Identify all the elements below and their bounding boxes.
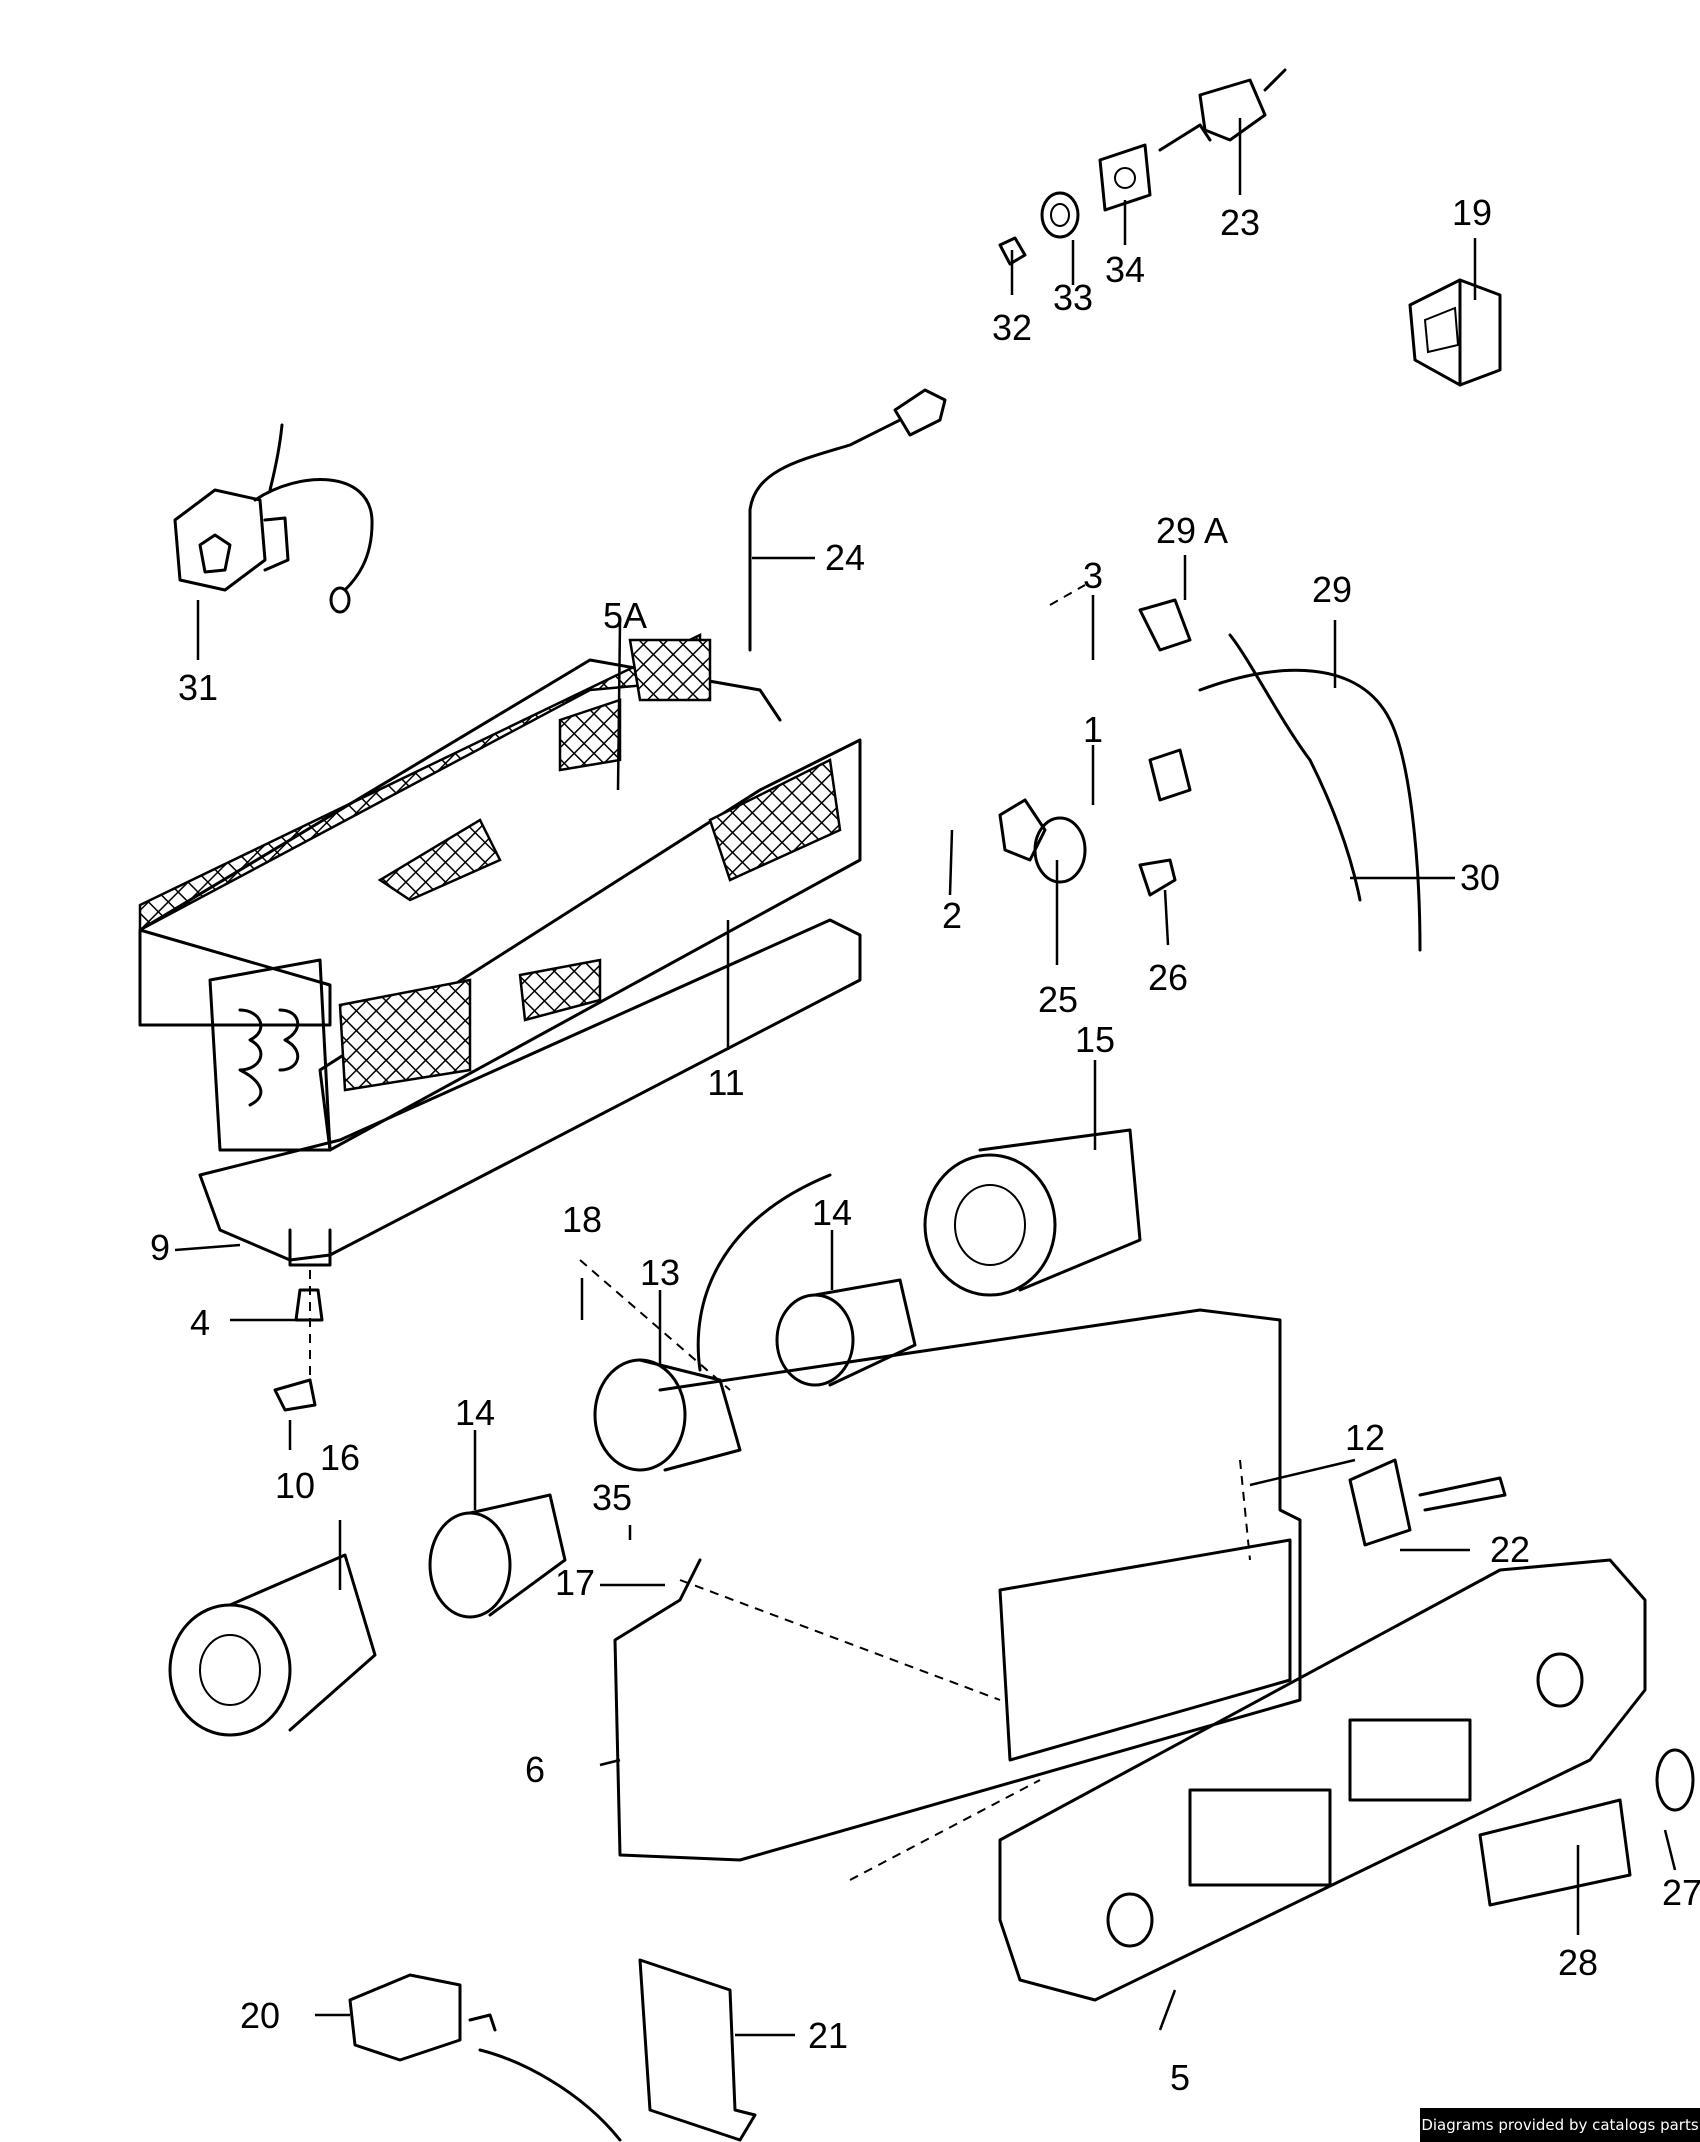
- callout-22: 22: [1490, 1529, 1530, 1570]
- callout-3: 3: [1083, 555, 1103, 596]
- diagram-credit-badge: Diagrams provided by catalogs parts: [1420, 2108, 1700, 2142]
- callout-5: 5: [1170, 2057, 1190, 2098]
- callout-34: 34: [1105, 249, 1145, 290]
- blower-wheel-14-left: [428, 1493, 567, 1619]
- motor-13: [593, 1173, 832, 1472]
- callout-14-left: 14: [455, 1392, 495, 1433]
- callout-4: 4: [190, 1302, 210, 1343]
- callout-11: 11: [707, 1062, 744, 1103]
- switch-assembly-23-32-34: [998, 68, 1287, 266]
- callout-25: 25: [1038, 979, 1078, 1020]
- blower-housing-15: [923, 1128, 1142, 1297]
- callout-33: 33: [1053, 277, 1093, 318]
- callout-15: 15: [1075, 1019, 1115, 1060]
- relay-19: [1408, 278, 1502, 387]
- screw-22-12: [1348, 1458, 1507, 1547]
- callout-2: 2: [942, 895, 962, 936]
- drain-tray-9: [198, 918, 862, 1267]
- vent-grille-27-28: [1478, 1748, 1695, 1907]
- callout-31: 31: [178, 667, 218, 708]
- callout-6: 6: [525, 1749, 545, 1790]
- housing-6: [613, 1308, 1302, 1862]
- callout-5a: 5A: [603, 595, 647, 636]
- callout-23: 23: [1220, 202, 1260, 243]
- callout-28: 28: [1558, 1942, 1598, 1983]
- callout-1: 1: [1083, 709, 1103, 750]
- resistor-connector-20: [348, 1973, 622, 2142]
- callout-29a: 29 A: [1156, 510, 1228, 551]
- expansion-valve-25-26: [998, 798, 1177, 897]
- callout-12: 12: [1345, 1417, 1385, 1458]
- callout-20: 20: [240, 1995, 280, 2036]
- wire-24: [748, 388, 947, 652]
- refrigerant-hoses-29: [1138, 598, 1422, 952]
- callout-27: 27: [1662, 1872, 1700, 1913]
- relay-plug-31: [173, 423, 374, 614]
- callout-17: 17: [555, 1562, 595, 1603]
- blower-wheel-14-top: [775, 1278, 917, 1387]
- exploded-view-dashed-lines: [309, 584, 1251, 1881]
- callout-leaders: [174, 118, 1677, 2037]
- blower-housing-16: [168, 1553, 377, 1737]
- callout-30: 30: [1460, 857, 1500, 898]
- callout-14-top: 14: [812, 1192, 852, 1233]
- callout-labels: 1 2 3 4 5 5A 6 9 10 11 12 13 14 14 15 16…: [150, 192, 1700, 2098]
- callout-26: 26: [1148, 957, 1188, 998]
- front-panel-5: [998, 1558, 1647, 2002]
- callout-32: 32: [992, 307, 1032, 348]
- drain-valve-4-10: [273, 1288, 324, 1412]
- callout-9: 9: [150, 1227, 170, 1268]
- callout-19: 19: [1452, 192, 1492, 233]
- callout-24: 24: [825, 537, 865, 578]
- callout-35: 35: [592, 1477, 632, 1518]
- bracket-21: [638, 1958, 757, 2142]
- callout-29: 29: [1312, 569, 1352, 610]
- evaporator-core-5a: [138, 633, 862, 1152]
- callout-16: 16: [320, 1437, 360, 1478]
- callout-13: 13: [640, 1252, 680, 1293]
- callout-21: 21: [808, 2015, 848, 2056]
- callout-10: 10: [275, 1465, 315, 1506]
- callout-18: 18: [562, 1199, 602, 1240]
